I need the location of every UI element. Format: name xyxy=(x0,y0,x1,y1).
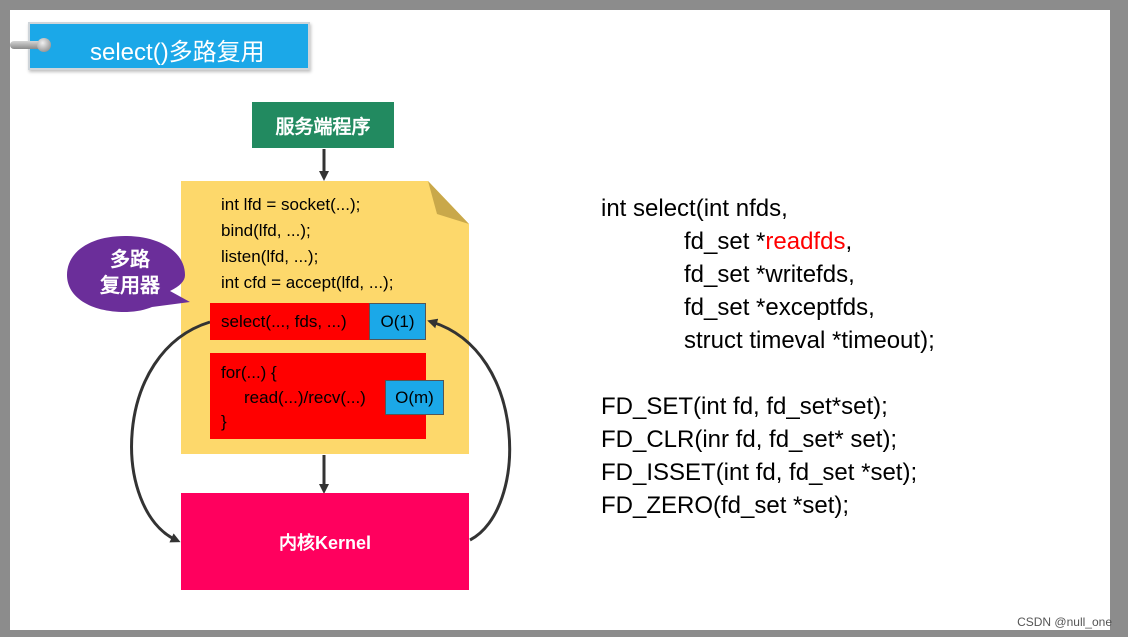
macro-fd-set: FD_SET(int fd, fd_set*set); xyxy=(601,393,888,420)
code-line-listen: listen(lfd, ...); xyxy=(221,247,319,266)
server-program-box: 服务端程序 xyxy=(252,102,394,148)
signature-line-2: fd_set *readfds, xyxy=(684,228,852,256)
multiplexer-bubble xyxy=(67,236,190,312)
signature-line-2-suffix: , xyxy=(845,228,853,255)
signature-line-3: fd_set *writefds, xyxy=(684,261,855,288)
signature-line-1: int select(int nfds, xyxy=(601,195,788,222)
signature-line-2-prefix: fd_set * xyxy=(684,228,766,255)
code-line-accept: int cfd = accept(lfd, ...); xyxy=(221,273,394,292)
bubble-line-2: 复用器 xyxy=(100,275,160,297)
loop-line-close: } xyxy=(221,412,227,431)
code-line-bind: bind(lfd, ...); xyxy=(221,221,311,240)
select-call-box: select(..., fds, ...) xyxy=(210,303,370,340)
loop-complexity-badge: O(m) xyxy=(385,380,444,415)
curve-kernel-to-select xyxy=(427,318,512,542)
loop-line-for: for(...) { xyxy=(221,363,277,382)
signature-readfds: readfds xyxy=(765,228,846,255)
title-bar: select()多路复用 xyxy=(28,22,310,70)
macro-fd-isset: FD_ISSET(int fd, fd_set *set); xyxy=(601,459,918,486)
loop-line-read: read(...)/recv(...) xyxy=(244,388,366,407)
signature-line-5: struct timeval *timeout); xyxy=(684,327,935,354)
pin-rod-icon xyxy=(10,41,50,49)
macro-fd-clr: FD_CLR(inr fd, fd_set* set); xyxy=(601,426,898,453)
curve-select-to-kernel xyxy=(130,320,211,543)
bubble-line-1: 多路 xyxy=(110,249,150,271)
select-complexity-badge: O(1) xyxy=(369,303,426,340)
page-title: select()多路复用 xyxy=(90,39,265,66)
signature-line-4: fd_set *exceptfds, xyxy=(684,294,875,321)
select-call-text: select(..., fds, ...) xyxy=(221,312,347,331)
pin-head-icon xyxy=(37,38,51,52)
kernel-box: 内核Kernel xyxy=(181,493,469,590)
code-line-socket: int lfd = socket(...); xyxy=(221,195,361,214)
note-fold-icon xyxy=(428,181,469,224)
bubble-text: 多路 复用器 xyxy=(80,247,180,299)
macro-fd-zero: FD_ZERO(fd_set *set); xyxy=(601,492,850,519)
watermark: CSDN @null_one xyxy=(1017,615,1112,629)
